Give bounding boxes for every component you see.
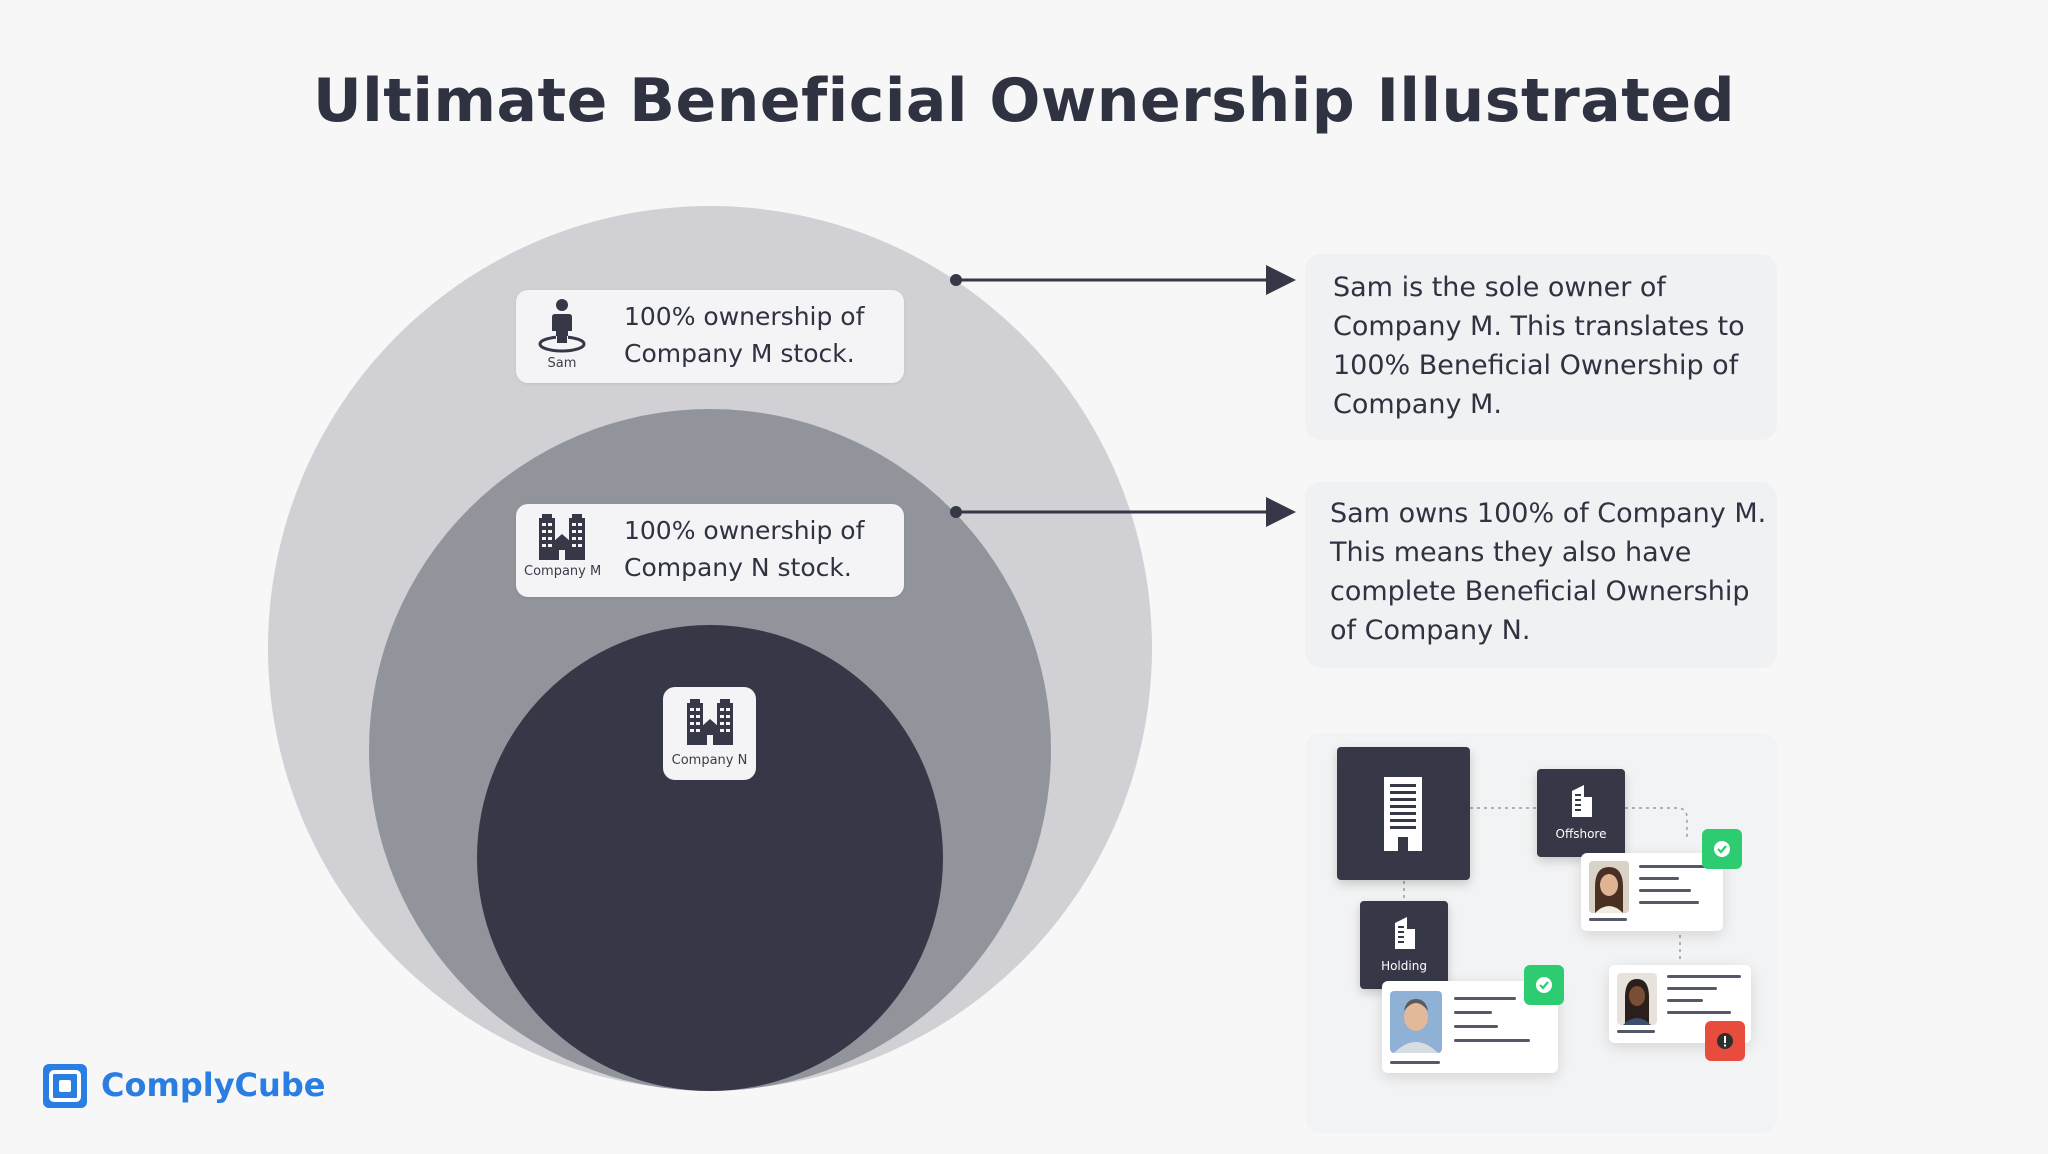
offshore-entity-card: Offshore xyxy=(1537,769,1625,857)
network-connectors xyxy=(1403,807,1688,963)
buildings-icon xyxy=(524,512,600,562)
woman-avatar xyxy=(1589,861,1629,913)
man-avatar xyxy=(1390,991,1442,1053)
person-icon xyxy=(524,298,600,354)
owner-label: Company M xyxy=(524,564,602,579)
ownership-card-company-m: Company M 100% ownership of Company N st… xyxy=(516,504,904,597)
holding-entity-card: Holding xyxy=(1360,901,1448,989)
ownership-card-sam: Sam 100% ownership of Company M stock. xyxy=(516,290,904,383)
brand-name: ComplyCube xyxy=(101,1066,326,1104)
main-entity-card xyxy=(1337,747,1470,880)
verified-badge xyxy=(1702,829,1742,869)
alert-badge xyxy=(1705,1021,1745,1061)
woman-avatar-2 xyxy=(1617,973,1657,1025)
info-card-sam: Sam is the sole owner of Company M. This… xyxy=(1305,254,1777,440)
buildings-icon xyxy=(663,697,756,747)
info-text: Sam is the sole owner of Company M. This… xyxy=(1333,272,1745,420)
person-card xyxy=(1581,853,1723,931)
ownership-text: 100% ownership of Company M stock. xyxy=(624,302,865,368)
entity-label: Holding xyxy=(1381,959,1427,973)
complycube-logo-icon xyxy=(43,1064,87,1108)
entity-label: Offshore xyxy=(1555,827,1607,841)
verified-badge xyxy=(1524,965,1564,1005)
entity-label: Company N xyxy=(671,753,748,768)
page-title: Ultimate Beneficial Ownership Illustrate… xyxy=(312,66,1736,136)
info-text: Sam owns 100% of Company M. This means t… xyxy=(1330,498,1767,646)
arrow-sam-to-info xyxy=(950,265,1296,295)
entity-card-company-n: Company N xyxy=(663,687,756,780)
ownership-network-illustration: Offshore Holding xyxy=(1305,733,1777,1133)
info-card-company-n: Sam owns 100% of Company M. This means t… xyxy=(1305,482,1777,668)
owner-label: Sam xyxy=(547,356,577,371)
ownership-text: 100% ownership of Company N stock. xyxy=(624,516,865,582)
